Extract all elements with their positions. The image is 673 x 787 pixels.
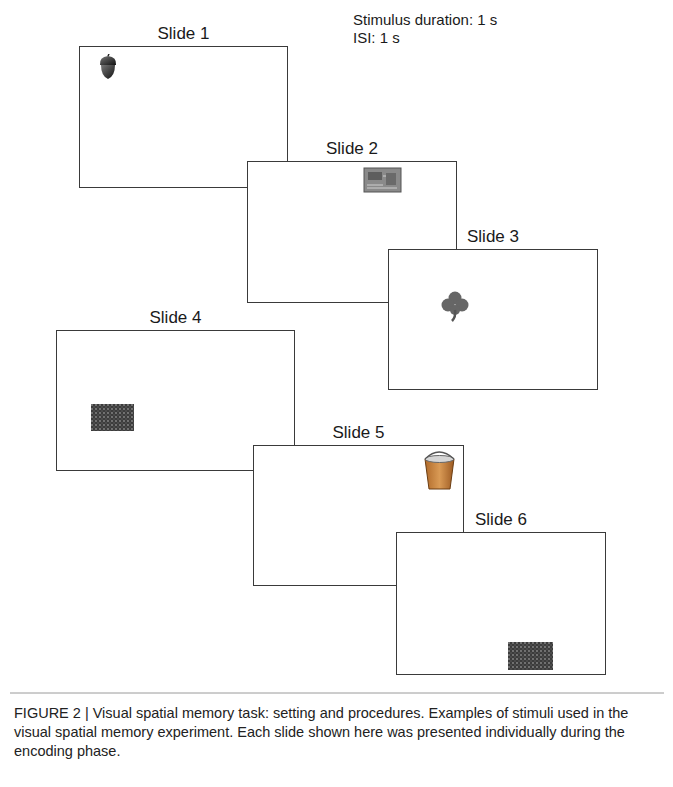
timing-note: ISI: 1 s xyxy=(353,29,400,46)
stimulus-icon xyxy=(96,54,119,80)
stimulus-icon xyxy=(440,290,470,322)
slide-title: Slide 6 xyxy=(367,510,635,530)
stimulus-icon xyxy=(363,167,402,193)
slide-title: Slide 5 xyxy=(224,423,493,443)
slide-title: Slide 3 xyxy=(359,227,627,247)
stimulus-icon xyxy=(91,404,134,431)
stimulus-icon xyxy=(508,642,553,670)
slide-frame: Slide 3 xyxy=(388,249,598,390)
timing-note: Stimulus duration: 1 s xyxy=(353,11,497,28)
slide-title: Slide 2 xyxy=(218,139,486,159)
stimulus-icon xyxy=(422,451,457,491)
slide-title: Slide 4 xyxy=(27,308,324,328)
figure-caption: FIGURE 2 | Visual spatial memory task: s… xyxy=(14,704,662,761)
slide-frame: Slide 6 xyxy=(396,532,606,675)
slide-title: Slide 1 xyxy=(50,24,317,44)
